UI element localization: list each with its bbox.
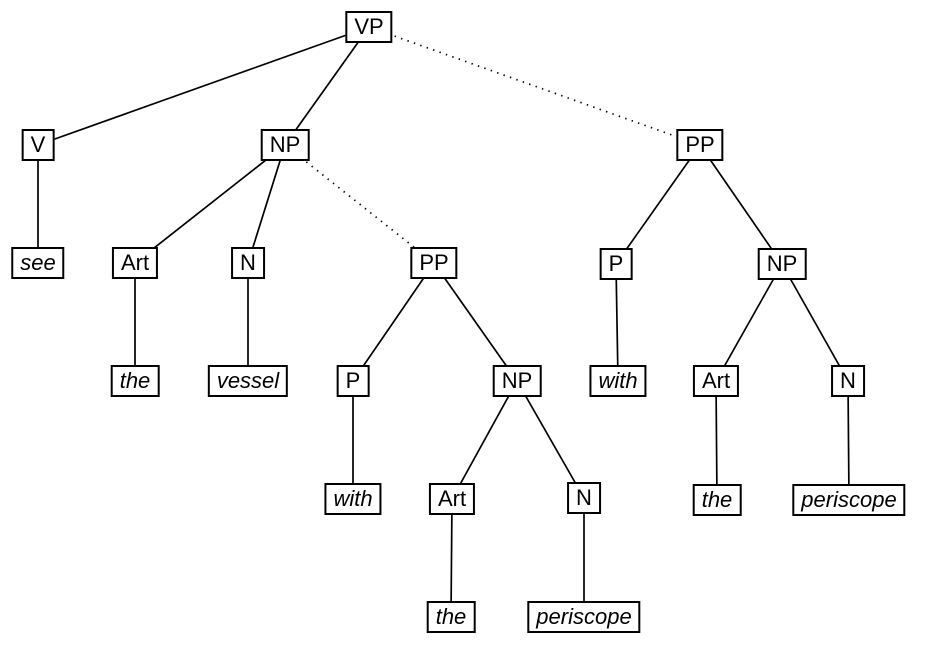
tree-node-n3: N <box>831 365 865 397</box>
tree-node-art2: Art <box>428 483 476 515</box>
tree-node-n1: N <box>231 247 265 279</box>
tree-edge-vp-pp2-dotted <box>368 26 701 146</box>
tree-node-pp1: PP <box>410 247 458 279</box>
tree-edge-vp-v <box>37 26 370 146</box>
tree-node-pp2: PP <box>676 129 724 161</box>
tree-node-np3: NP <box>757 248 807 280</box>
tree-edge-np2-art2 <box>451 380 518 500</box>
tree-edge-p2-with2 <box>615 263 619 382</box>
tree-node-v: V <box>21 129 55 161</box>
tree-node-see: see <box>11 247 65 279</box>
tree-node-np2: NP <box>492 365 542 397</box>
tree-node-vessel1: vessel <box>207 365 289 397</box>
tree-edge-pp2-p2 <box>615 144 701 265</box>
tree-edge-np1-art1 <box>134 144 286 264</box>
tree-node-with1: with <box>324 483 382 515</box>
tree-edge-np3-art3 <box>715 263 783 382</box>
tree-node-periscope2: periscope <box>527 601 641 633</box>
tree-node-p1: P <box>336 365 370 397</box>
tree-node-art1: Art <box>111 247 159 279</box>
tree-node-the2: the <box>426 601 476 633</box>
tree-node-with2: with <box>589 365 647 397</box>
tree-edge-np1-pp1-dotted <box>284 144 435 264</box>
tree-edge-np1-n1 <box>247 144 286 264</box>
tree-node-the3: the <box>692 484 742 516</box>
tree-edge-pp1-np2 <box>433 262 518 382</box>
tree-edge-art3-the3 <box>715 380 718 501</box>
tree-node-n2: N <box>567 482 601 514</box>
tree-node-p2: P <box>599 248 633 280</box>
tree-edge-np2-n2 <box>516 380 585 499</box>
tree-edge-np3-n3 <box>781 263 849 382</box>
tree-edge-pp1-p1 <box>352 262 435 382</box>
tree-edge-pp2-np3 <box>699 144 783 265</box>
tree-node-vp: VP <box>345 11 393 43</box>
tree-edge-n3-periscope3 <box>847 380 850 501</box>
tree-node-periscope3: periscope <box>792 484 906 516</box>
tree-node-np1: NP <box>260 129 310 161</box>
tree-edge-art2-the2 <box>450 498 453 618</box>
tree-node-the1: the <box>110 365 160 397</box>
tree-node-art3: Art <box>692 365 740 397</box>
tree-edge-vp-np1 <box>284 26 370 146</box>
